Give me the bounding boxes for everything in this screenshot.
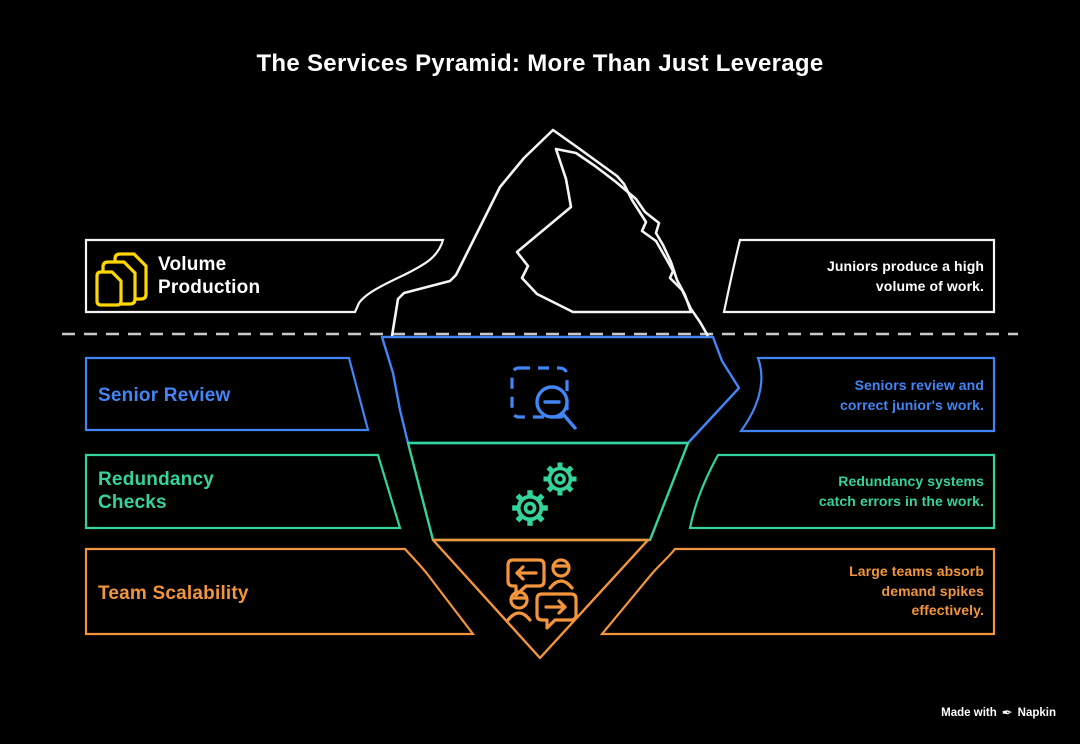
tier-desc-redundancy-checks: Redundancy systems catch errors in the w… (818, 473, 984, 509)
tier-box-senior-left (84, 356, 370, 432)
gears-icon (506, 458, 586, 528)
tier-desc-team-scalability: Large teams absorb demand spikes effecti… (849, 563, 984, 619)
iceberg-above-water-outline (390, 128, 710, 337)
watermark-brand-text: Napkin (1017, 706, 1056, 719)
tier-box-redundancy-right (688, 453, 996, 530)
page-title: The Services Pyramid: More Than Just Lev… (256, 50, 824, 77)
tier-box-volume-left (84, 238, 445, 314)
tier-box-team-right (599, 547, 996, 636)
tier-label-volume-production: Volume Production (158, 254, 261, 299)
iceberg-team-section (431, 538, 650, 660)
tier-box-volume-right (722, 238, 996, 314)
tier-box-senior-right (738, 356, 996, 433)
napkin-logo-icon: ✒ (1001, 705, 1013, 720)
tier-label-redundancy-checks: Redundancy Checks (98, 469, 215, 514)
watermark-made-with-text: Made with (941, 706, 997, 719)
tier-desc-senior-review: Seniors review and correct junior's work… (839, 377, 984, 413)
napkin-watermark[interactable]: Made with ✒ Napkin (941, 706, 1056, 719)
tier-label-senior-review: Senior Review (98, 385, 231, 406)
tier-box-redundancy-left (84, 453, 402, 530)
iceberg-inner-ridge (515, 147, 693, 314)
tier-box-team-left (84, 547, 476, 636)
team-chat-icon (505, 556, 585, 632)
zoom-out-magnifier-icon (508, 362, 582, 436)
iceberg-redundancy-section (406, 441, 690, 542)
tier-label-team-scalability: Team Scalability (98, 583, 249, 604)
documents-icon (94, 246, 152, 308)
tier-desc-volume-production: Juniors produce a high volume of work. (827, 258, 984, 294)
